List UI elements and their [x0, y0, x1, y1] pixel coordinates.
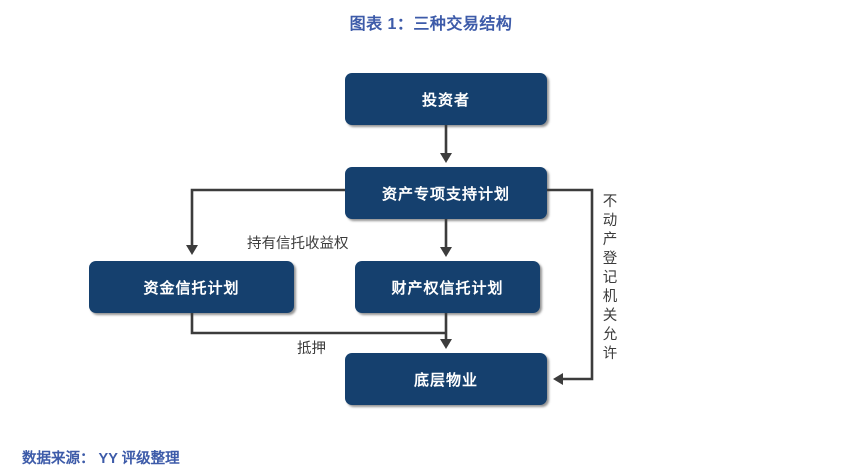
node-underlying-property[interactable]: 底层物业	[345, 353, 547, 405]
edge-abs-plan-to-underlying-property-right	[547, 188, 594, 385]
node-investor[interactable]: 投资者	[345, 73, 547, 125]
registry-char-0: 不	[602, 194, 618, 210]
registry-char-8: 许	[602, 346, 618, 362]
registry-char-6: 关	[602, 308, 618, 324]
edge-label-mortgage: 抵押	[297, 341, 326, 357]
source-note: 数据来源： YY 评级整理	[22, 451, 180, 467]
registry-char-2: 产	[602, 232, 618, 248]
registry-char-5: 机	[602, 289, 618, 305]
edge-label-registry-permits: 不 动 产 登 记 机 关 允 许	[601, 193, 619, 364]
edge-abs-plan-to-cash-trust	[186, 188, 345, 255]
page-title: 图表 1：三种交易结构	[349, 16, 513, 33]
node-abs-plan[interactable]: 资产专项支持计划	[345, 167, 547, 219]
node-property-right-trust[interactable]: 财产权信托计划	[355, 261, 540, 313]
registry-char-3: 登	[602, 251, 618, 267]
edge-cash-trust-to-underlying-property	[190, 313, 446, 335]
node-cash-trust[interactable]: 资金信托计划	[89, 261, 294, 313]
edge-label-hold-trust-beneficiary-right: 持有信托收益权	[247, 236, 349, 252]
registry-char-1: 动	[602, 213, 618, 229]
registry-char-4: 记	[602, 270, 618, 286]
registry-char-7: 允	[602, 327, 618, 343]
